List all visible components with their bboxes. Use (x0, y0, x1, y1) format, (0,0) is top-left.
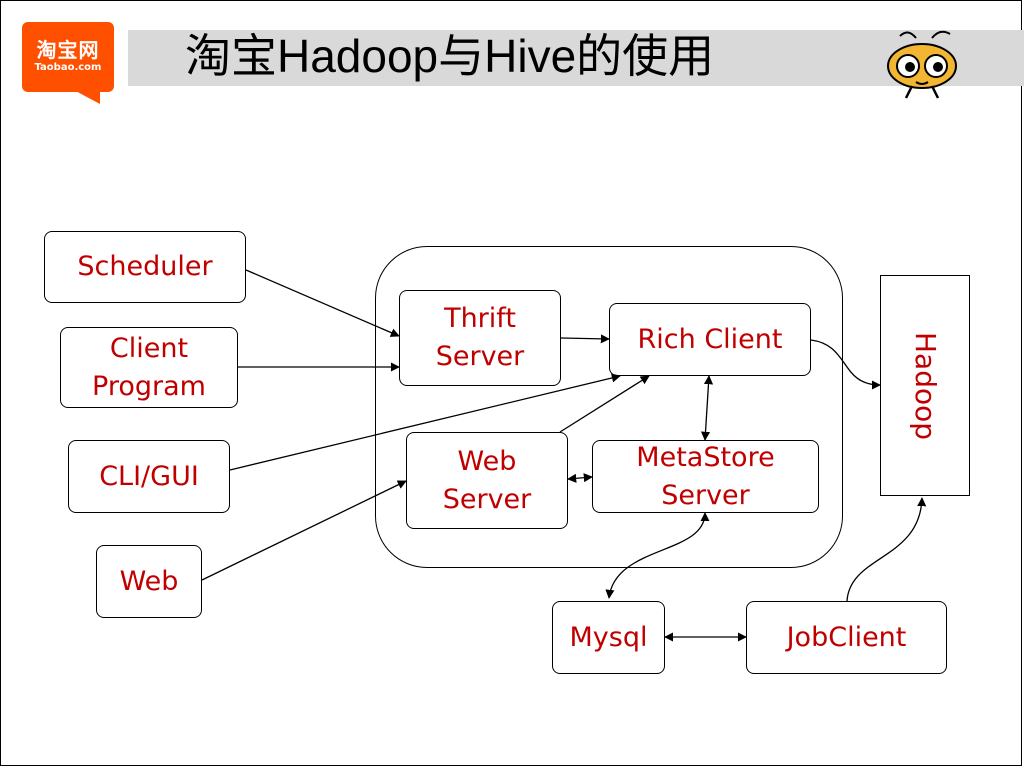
node-metastore-server: MetaStore Server (592, 440, 819, 513)
node-cli-gui: CLI/GUI (68, 440, 230, 513)
node-mysql: Mysql (552, 601, 665, 674)
page-title: 淘宝Hadoop与Hive的使用 (185, 30, 715, 82)
node-web: Web (96, 545, 202, 618)
edge-cligui-richclient (229, 373, 621, 471)
node-scheduler: Scheduler (44, 231, 246, 303)
logo-text-cn: 淘宝网 (36, 38, 100, 62)
edge-richclient-hadoop (810, 339, 881, 390)
edge-webserver-richclient (559, 375, 650, 433)
node-client-program: Client Program (60, 327, 238, 408)
edge-thrift-richclient (560, 334, 610, 344)
node-thrift-server: Thrift Server (399, 290, 561, 386)
node-rich-client: Rich Client (609, 303, 811, 376)
edge-jobclient-hadoop (846, 497, 927, 602)
title-bar (128, 30, 1024, 86)
logo-text-en: Taobao.com (34, 62, 102, 73)
edge-web-webserver (201, 480, 407, 581)
node-hadoop (880, 275, 970, 496)
edge-metastore-mysql (605, 512, 710, 599)
edge-richclient-metastore (700, 375, 714, 441)
edge-webserver-metastore (567, 473, 593, 483)
logo-tail (70, 88, 100, 104)
taobao-logo: 淘宝网 Taobao.com (22, 22, 114, 92)
node-web-server: Web Server (406, 432, 568, 529)
ant-mascot-icon (887, 30, 957, 99)
edge-scheduler-thrift (245, 269, 400, 337)
